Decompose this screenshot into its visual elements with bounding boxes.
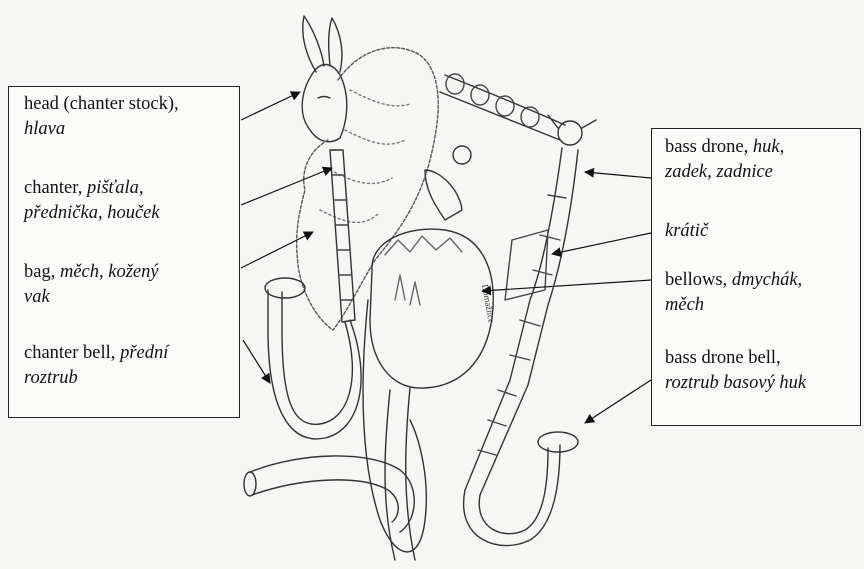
label-line: zadek, zadnice [665,160,784,185]
label-line: chanter, pišťala, [24,176,160,201]
arrow-kratic [552,233,651,254]
label-segment: huk, [753,137,784,157]
arrow-bass-drone [585,172,651,178]
label-segment: pišťala, [87,178,144,198]
arrow-chanter [241,168,332,205]
label-segment: měch [665,295,704,315]
label-segment: roztrub [24,368,78,388]
label-line: měch [665,293,802,318]
label-chanter: chanter, pišťala,přednička, houček [24,176,160,226]
label-segment: přední [120,343,168,363]
label-segment: roztrub basový huk [665,373,806,393]
bellows-strap [363,300,426,560]
label-segment: , [99,262,108,282]
label-line: bag, měch, kožený [24,260,159,285]
label-segment: bass drone, [665,137,753,157]
goat-head [302,65,347,142]
label-line: krátič [665,219,708,244]
label-segment: bass drone bell, [665,348,781,368]
label-line: roztrub [24,366,168,391]
goat-ear-right [329,18,342,72]
label-segment: dmychák, [732,270,802,290]
label-segment: kožený [108,262,158,282]
arrow-head [241,92,300,120]
bag [370,229,493,388]
bellows-pipe [250,456,414,532]
label-line: bass drone bell, [665,346,806,371]
label-segment: bag, [24,262,60,282]
arrow-drone-bell [585,380,651,423]
label-segment: hlava [24,119,65,139]
label-line: hlava [24,117,179,142]
label-line: bass drone, huk, [665,135,784,160]
label-segment: chanter, [24,178,87,198]
label-segment: přednička, houček [24,203,160,223]
bass-drone [465,148,578,495]
label-segment: krátič [665,221,708,241]
label-line: přednička, houček [24,201,160,226]
label-line: bellows, dmychák, [665,268,802,293]
label-segment: zadek, zadnice [665,162,773,182]
label-head-chanter-stock: head (chanter stock), hlava [24,92,179,142]
label-bass-drone: bass drone, huk,zadek, zadnice [665,135,784,185]
label-segment: vak [24,287,50,307]
label-bass-drone-bell: bass drone bell, roztrub basový huk [665,346,806,396]
label-segment: head (chanter stock), [24,94,179,114]
label-line: roztrub basový huk [665,371,806,396]
label-line: vak [24,285,159,310]
label-line: chanter bell, přední [24,341,168,366]
label-segment: chanter bell, [24,343,120,363]
goat-ear-left [303,16,324,72]
label-kratic: krátič [665,219,708,244]
label-segment: měch [60,262,99,282]
label-line: head (chanter stock), [24,92,179,117]
bass-drone-bell [464,445,560,546]
fur-cover [297,48,439,330]
chanter-bell [268,290,361,439]
arrow-bag [241,232,313,268]
label-segment: bellows, [665,270,732,290]
arrow-chanter-bell [243,340,270,383]
chanter [330,150,355,322]
drone-top-pipe [440,75,565,140]
label-bellows: bellows, dmychák,měch [665,268,802,318]
